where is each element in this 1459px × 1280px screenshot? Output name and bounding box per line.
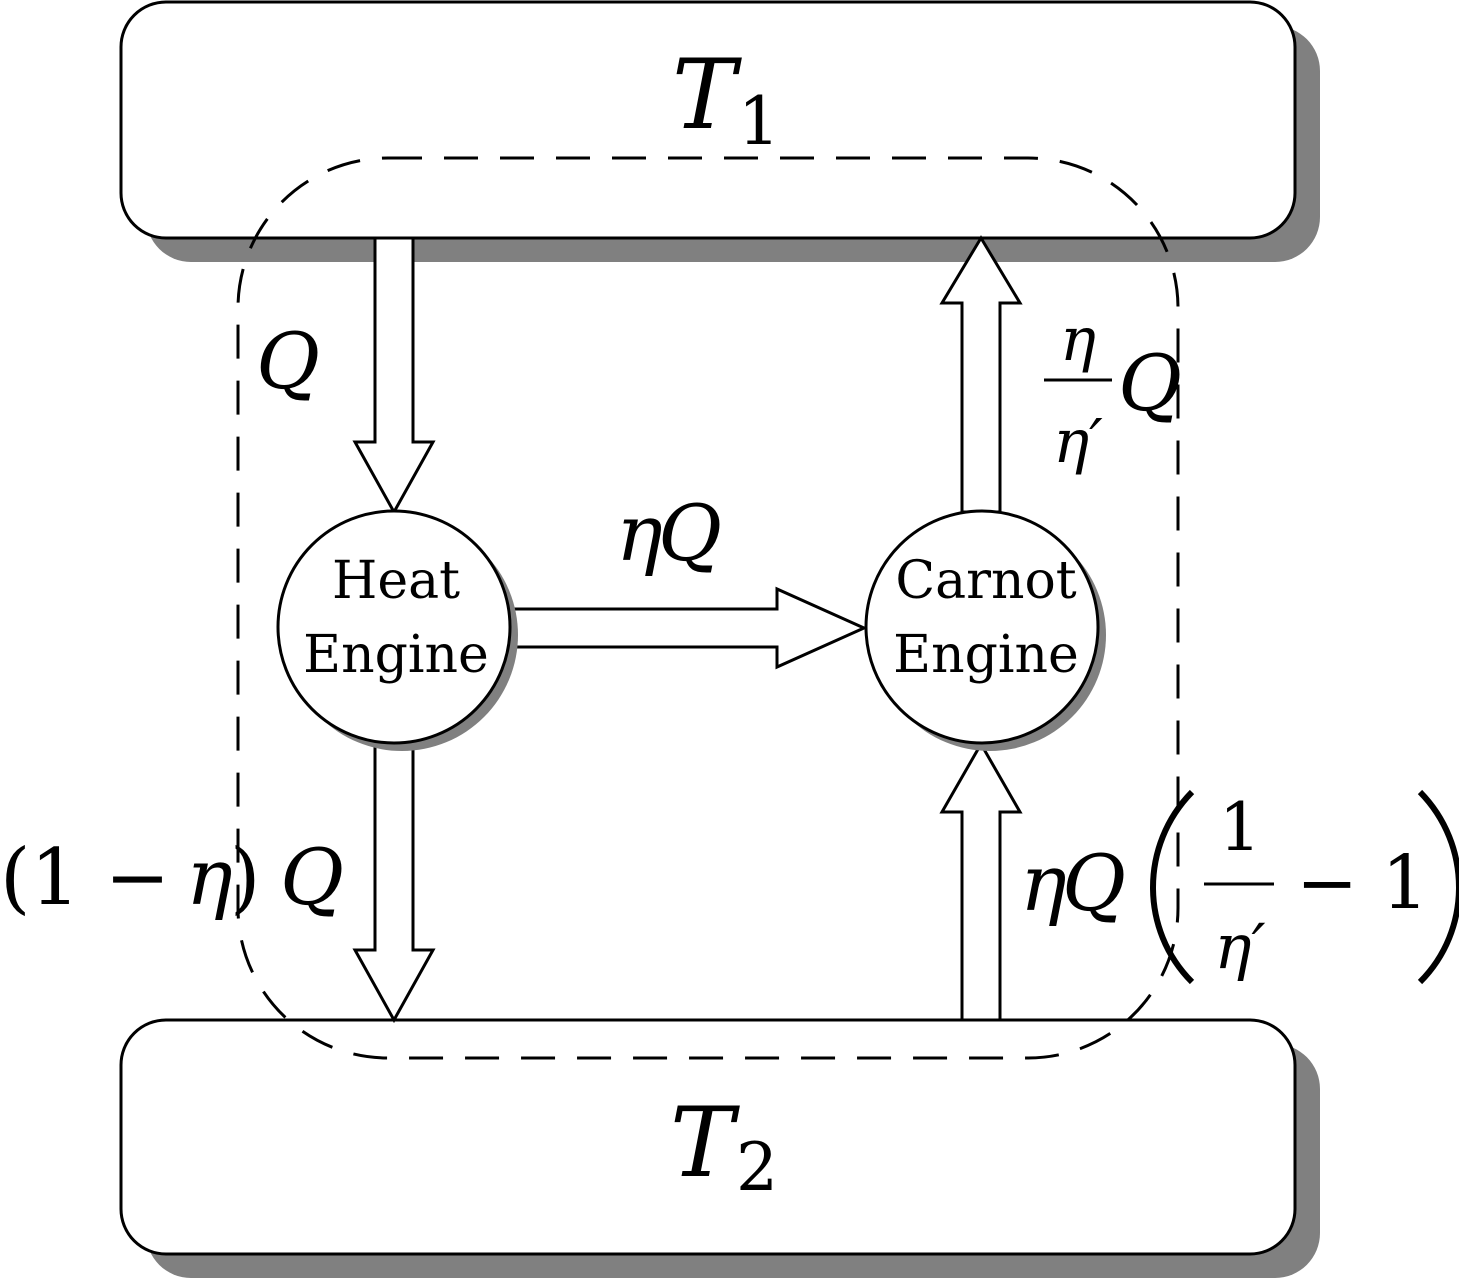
label-work-q: Q (658, 489, 722, 579)
label-carnot-in-q: Q (1062, 839, 1126, 929)
system-boundary-dashed (236, 156, 1180, 1060)
cold-reservoir: T 2 (119, 1018, 1320, 1278)
heat-engine: Heat Engine (276, 509, 518, 751)
hot-reservoir-symbol: T (672, 39, 742, 151)
arrow-carnot-in (939, 740, 1023, 1022)
arrow-work (508, 586, 868, 670)
cold-reservoir-symbol: T (670, 1087, 740, 1199)
label-work-eta: η (616, 489, 663, 579)
label-carnot-out-q: Q (1118, 339, 1182, 429)
label-carnot-in-denominator: η′ (1214, 910, 1265, 983)
arrow-q-in (352, 236, 436, 516)
arrow-q-out (352, 742, 436, 1024)
label-carnot-in-numerator: 1 (1219, 789, 1261, 866)
hot-reservoir-subscript: 1 (738, 83, 780, 160)
carnot-engine: Carnot Engine (864, 509, 1106, 751)
label-q-out-eta: η (186, 833, 233, 923)
carnot-engine-circle (864, 509, 1100, 745)
cold-reservoir-box (119, 1018, 1297, 1256)
label-carnot-out-denominator: η′ (1053, 407, 1103, 477)
label-q-out-q: Q (280, 833, 344, 923)
label-carnot-out-numerator: η (1060, 305, 1096, 375)
label-carnot-in-minus-one: − 1 (1296, 840, 1429, 926)
label-q-out-close: ) (230, 833, 260, 923)
label-carnot-in-eta: η (1020, 839, 1067, 929)
hot-reservoir: T 1 (119, 0, 1320, 262)
label-carnot-out: η η′ Q (1044, 305, 1182, 477)
carnot-engine-label-line1: Carnot (895, 551, 1076, 611)
heat-engine-circle (276, 509, 512, 745)
cold-reservoir-subscript: 2 (736, 1129, 778, 1206)
hot-reservoir-box (119, 0, 1297, 240)
carnot-engine-label-line2: Engine (893, 625, 1079, 685)
arrow-carnot-out (939, 235, 1023, 514)
label-q-out: (1 − η ) Q (0, 833, 344, 923)
label-carnot-in-open-paren (1150, 789, 1195, 985)
label-carnot-in: η Q 1 η′ − 1 (1020, 789, 1459, 985)
label-carnot-in-close-paren (1417, 789, 1459, 985)
label-q-in: Q (256, 317, 320, 407)
label-q-out-open: (1 − (0, 833, 170, 923)
heat-engine-label-line2: Engine (303, 625, 489, 685)
heat-engine-label-line1: Heat (332, 551, 460, 611)
label-work: η Q (616, 489, 722, 579)
